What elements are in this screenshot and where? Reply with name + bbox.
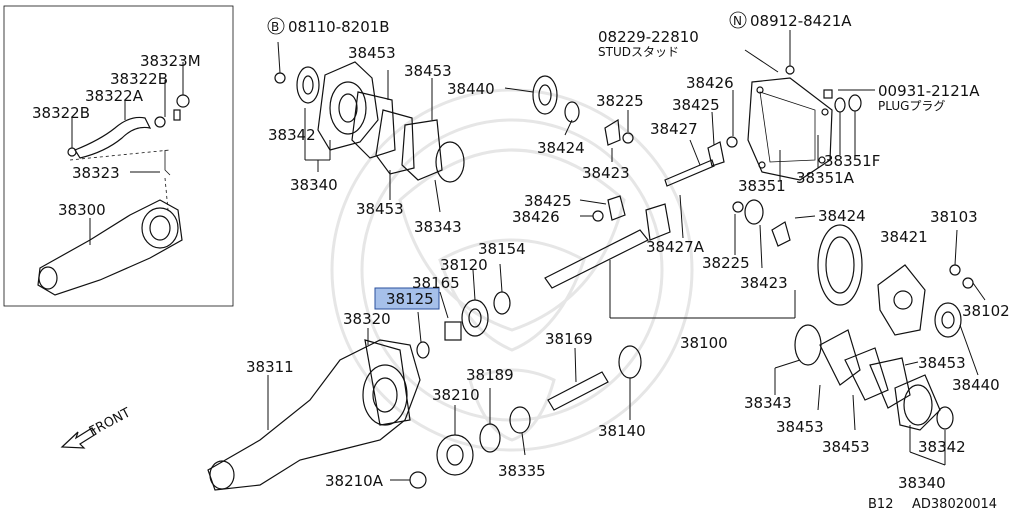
label-38426-b[interactable]: 38426 <box>512 208 560 226</box>
label-38421[interactable]: 38421 <box>880 228 928 246</box>
front-label: FRONT <box>87 405 133 439</box>
label-38423-a[interactable]: 38423 <box>582 164 630 182</box>
label-38343-a[interactable]: 38343 <box>414 218 462 236</box>
label-38210A[interactable]: 38210A <box>325 472 384 490</box>
label-38311[interactable]: 38311 <box>246 358 294 376</box>
label-38427A[interactable]: 38427A <box>646 238 705 256</box>
label-38125[interactable]: 38125 <box>386 290 434 308</box>
label-38322B-top[interactable]: 38322B <box>110 70 168 88</box>
label-38425-b[interactable]: 38425 <box>524 192 572 210</box>
label-38154[interactable]: 38154 <box>478 240 526 258</box>
label-38427[interactable]: 38427 <box>650 120 698 138</box>
label-38169[interactable]: 38169 <box>545 330 593 348</box>
label-38453-f[interactable]: 38453 <box>822 438 870 456</box>
part-labels: 38323M 38322B 38322A 38322B 38323 38300 … <box>32 11 1010 510</box>
inset-frame <box>3 5 234 307</box>
rear-cover-right <box>744 30 875 181</box>
page-reference: B12 <box>868 497 893 510</box>
label-38342-b[interactable]: 38342 <box>918 438 966 456</box>
label-38342-a[interactable]: 38342 <box>268 126 316 144</box>
label-38423-b[interactable]: 38423 <box>740 274 788 292</box>
top-center-parts <box>504 75 738 187</box>
lower-right-parts <box>774 302 979 466</box>
label-38424-a[interactable]: 38424 <box>537 139 585 157</box>
differential-right <box>544 194 986 336</box>
label-38189[interactable]: 38189 <box>466 366 514 384</box>
label-38165[interactable]: 38165 <box>412 274 460 292</box>
label-38322B-left[interactable]: 38322B <box>32 104 90 122</box>
label-38323M[interactable]: 38323M <box>140 52 201 70</box>
document-code: AD38020014 <box>912 497 997 510</box>
label-38323[interactable]: 38323 <box>72 164 120 182</box>
inset-housing <box>37 199 183 296</box>
label-38424-b[interactable]: 38424 <box>818 207 866 225</box>
label-08912-8421A[interactable]: 08912-8421A <box>750 12 852 30</box>
rear-cover-left <box>274 41 465 213</box>
nut-marker-letter: N <box>733 14 742 28</box>
front-arrow <box>60 427 97 449</box>
label-38343-b[interactable]: 38343 <box>744 394 792 412</box>
label-38351A[interactable]: 38351A <box>796 169 855 187</box>
label-00931-2121A[interactable]: 00931-2121A <box>878 82 980 100</box>
label-38453-d[interactable]: 38453 <box>918 354 966 372</box>
label-38453-c[interactable]: 38453 <box>356 200 404 218</box>
label-38320[interactable]: 38320 <box>343 310 391 328</box>
label-38340-a[interactable]: 38340 <box>290 176 338 194</box>
watermark-emblem <box>330 88 694 452</box>
label-38300[interactable]: 38300 <box>58 201 106 219</box>
label-38103[interactable]: 38103 <box>930 208 978 226</box>
main-housing <box>207 339 421 491</box>
label-38225-b[interactable]: 38225 <box>702 254 750 272</box>
label-38100[interactable]: 38100 <box>680 334 728 352</box>
highlighted-part-box[interactable] <box>374 287 440 310</box>
label-38322A[interactable]: 38322A <box>85 87 144 105</box>
label-38453-e[interactable]: 38453 <box>776 418 824 436</box>
label-38335[interactable]: 38335 <box>498 462 546 480</box>
label-38426-a[interactable]: 38426 <box>686 74 734 92</box>
lower-center-parts <box>390 345 642 489</box>
bolt-marker-icon <box>267 17 285 35</box>
label-08110-8201B[interactable]: 08110-8201B <box>288 18 390 36</box>
label-38210[interactable]: 38210 <box>432 386 480 404</box>
label-08229-22810[interactable]: 08229-22810 <box>598 28 699 46</box>
label-38453-a[interactable]: 38453 <box>348 44 396 62</box>
label-38440-b[interactable]: 38440 <box>952 376 1000 394</box>
label-38102[interactable]: 38102 <box>962 302 1010 320</box>
label-38440-a[interactable]: 38440 <box>447 80 495 98</box>
label-stud: STUDスタッド <box>598 45 679 59</box>
label-38340-b[interactable]: 38340 <box>898 474 946 492</box>
label-38351F[interactable]: 38351F <box>824 152 880 170</box>
label-38120[interactable]: 38120 <box>440 256 488 274</box>
inset-breather-hose <box>67 62 190 211</box>
bolt-marker-letter: B <box>271 20 279 34</box>
label-38351[interactable]: 38351 <box>738 177 786 195</box>
label-38453-b[interactable]: 38453 <box>404 62 452 80</box>
label-38425-a[interactable]: 38425 <box>672 96 720 114</box>
label-plug: PLUGプラグ <box>878 99 945 113</box>
pinion-bearing-stack <box>367 263 511 359</box>
label-38225-a[interactable]: 38225 <box>596 92 644 110</box>
nut-marker-icon <box>729 11 747 29</box>
label-38140[interactable]: 38140 <box>598 422 646 440</box>
